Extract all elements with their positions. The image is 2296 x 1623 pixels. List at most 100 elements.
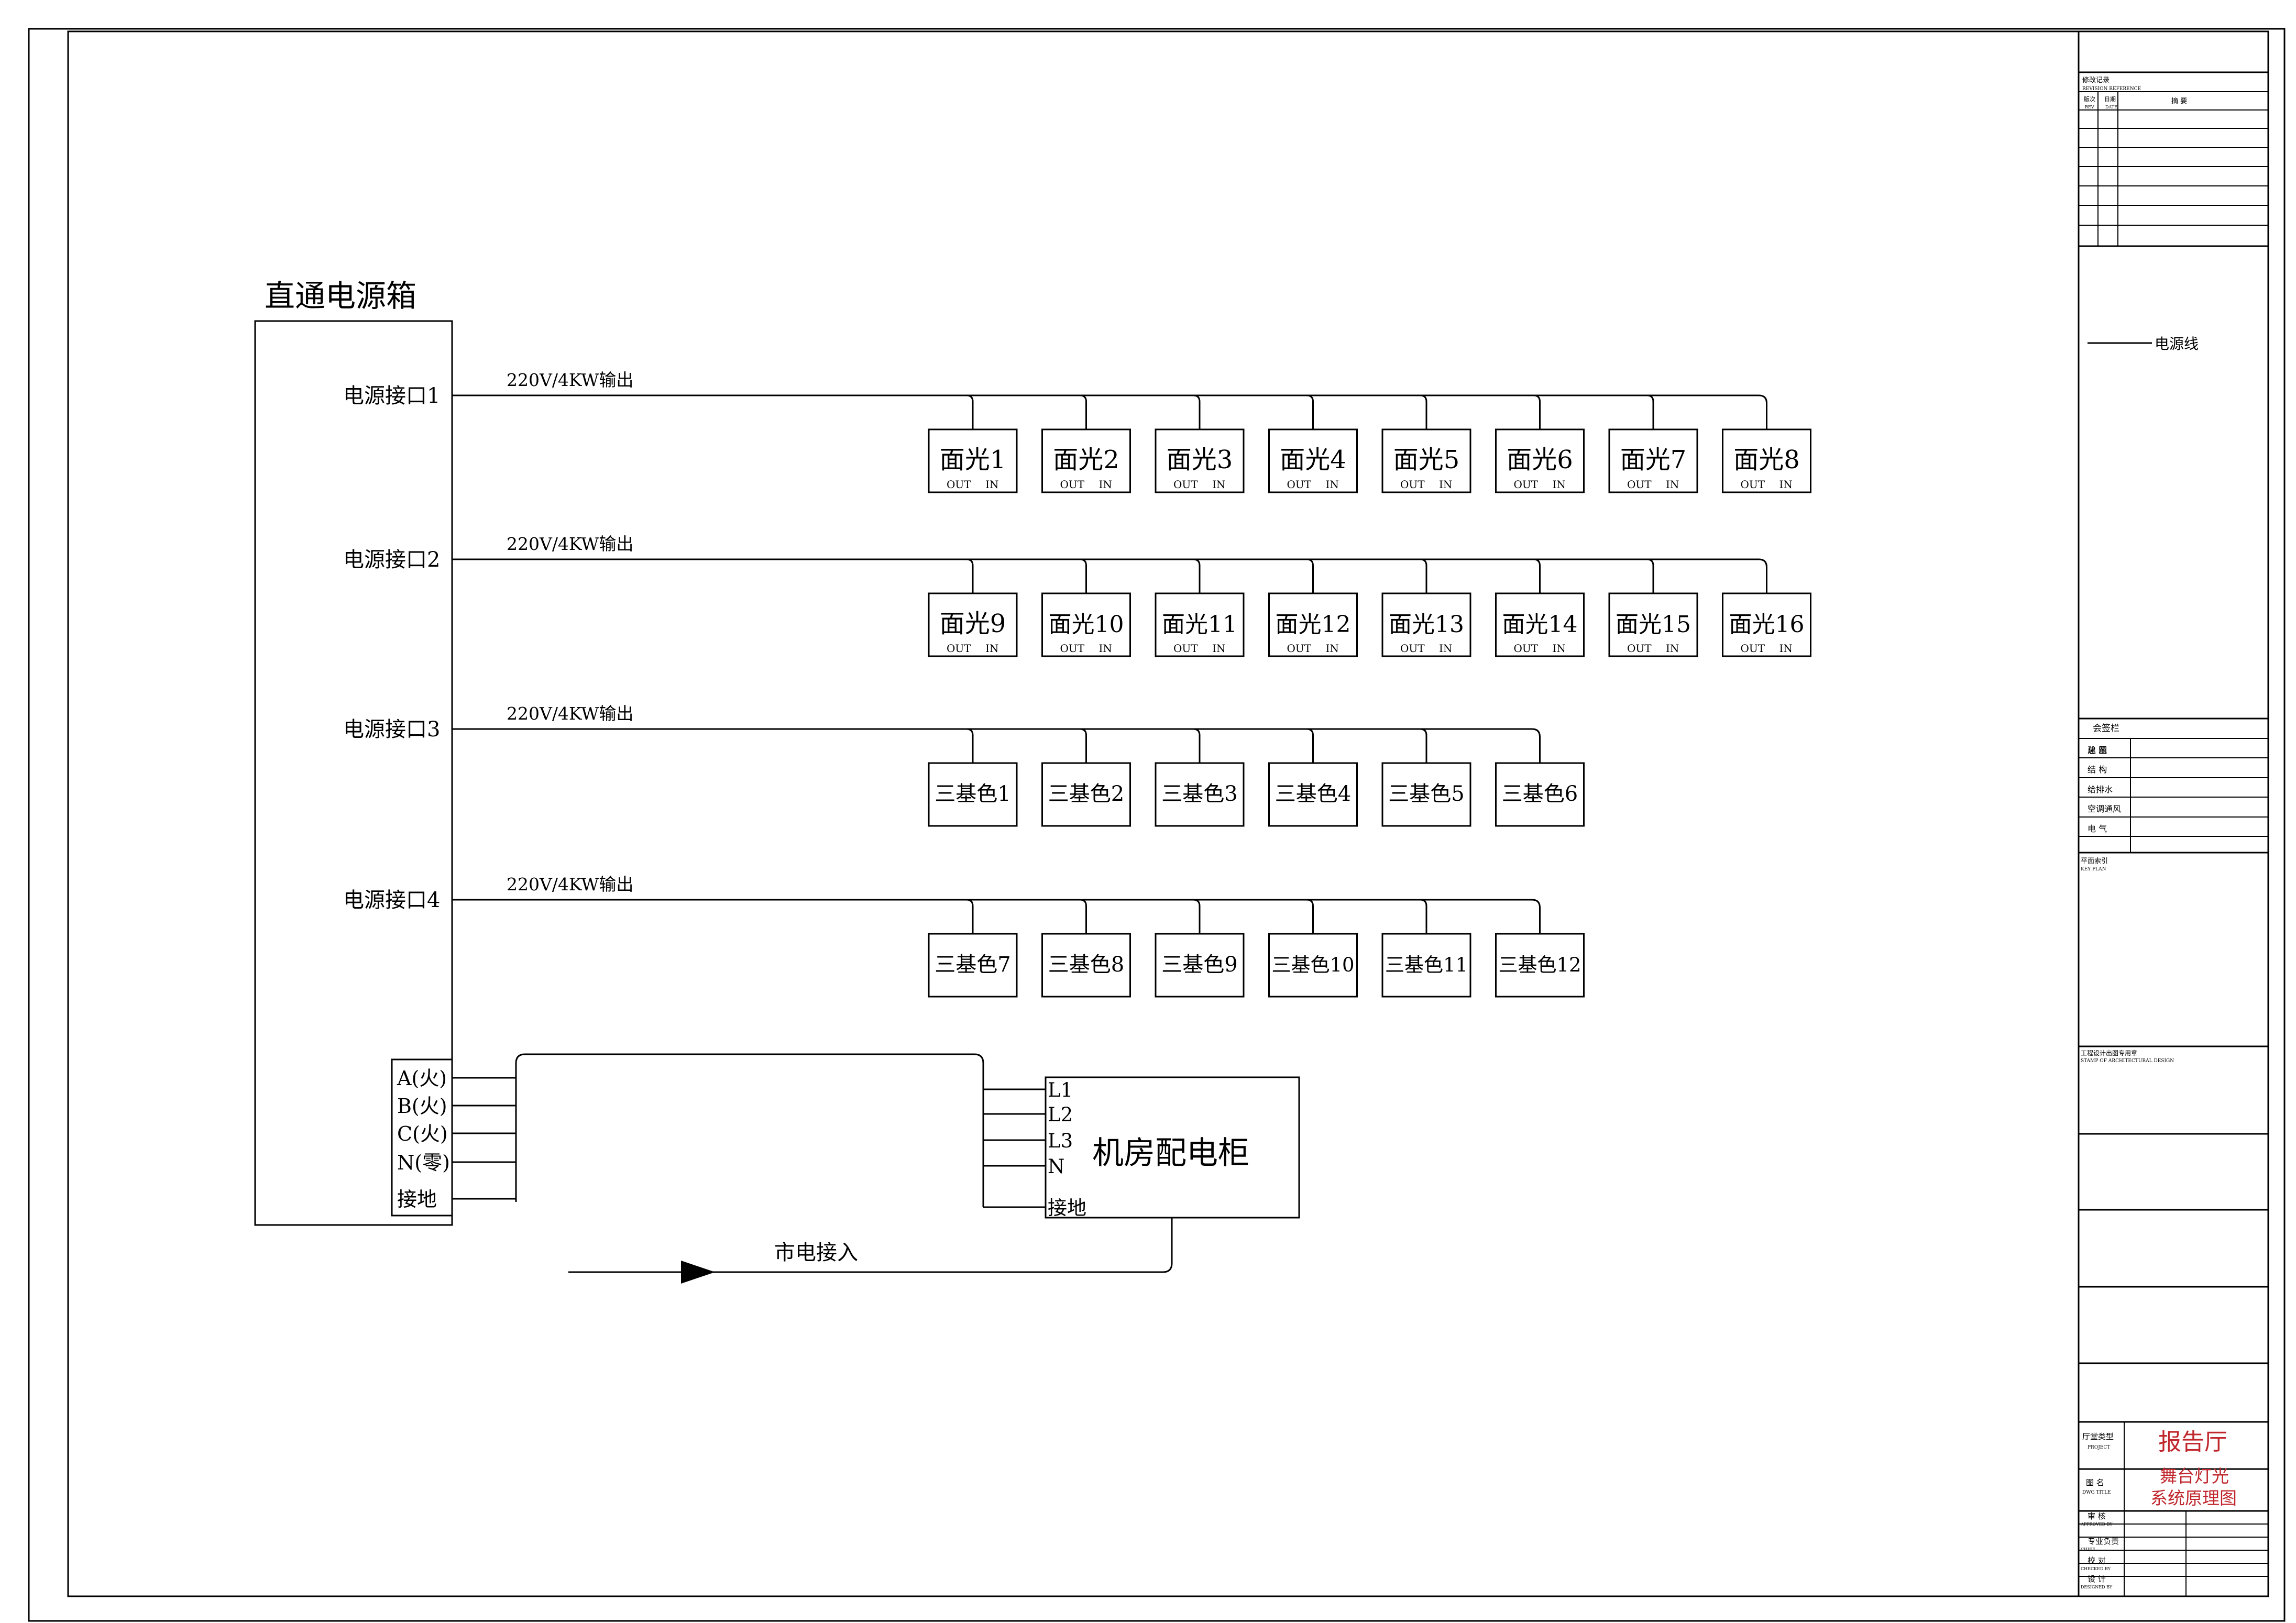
stamp-label-en: STAMP OF ARCHITECTURAL DESIGN [2081,1058,2174,1064]
sign-row-label: 总 图 [2088,745,2107,755]
feeder-cable [515,1053,984,1207]
fixture-label: 三基色6 [1502,782,1578,806]
approval-label: 校 对 [2088,1556,2106,1565]
fixture-label: 面光10 [1049,611,1124,638]
inner-border [67,30,2269,1597]
drawing-label: 图 名 [2086,1478,2104,1487]
fixture-box [1608,592,1698,657]
revision-col-rev: 版次 [2084,95,2095,103]
output-label: 220V/4KW输出 [507,874,633,895]
fixture-drop-line [1080,394,1087,429]
fixture-drop-line [1420,558,1427,593]
fixture-drop-line [1533,394,1541,429]
revision-title-en: REVISION REFERENCE [2082,86,2141,92]
output-label: 220V/4KW输出 [507,534,633,554]
power-bus-line [452,394,1767,429]
power-port-label: 电源接口2 [343,548,440,572]
fixture-box [1608,428,1698,493]
approval-label: 审 核 [2088,1511,2106,1521]
fixture-label: 面光5 [1393,445,1460,474]
fixture-in-label: IN [1553,642,1566,655]
cabinet-terminal-label: L2 [1048,1103,1073,1126]
fixture-box [1268,762,1358,827]
fixture-out-label: OUT [947,642,971,655]
key-plan-label: 平面索引 [2081,857,2108,865]
fixture-in-label: IN [985,642,998,655]
fixture-label: 面光14 [1502,611,1578,638]
output-label: 220V/4KW输出 [507,703,633,724]
mains-cable [568,1218,1173,1273]
fixture-label: 面光15 [1616,611,1691,638]
fixture-out-label: OUT [1287,478,1312,491]
fixture-label: 面光1 [940,445,1006,474]
sign-row-label: 空调通风 [2088,804,2121,814]
fixture-box [928,933,1018,998]
fixture-drop-line [966,558,974,593]
fixture-box [1495,428,1585,493]
power-port-label: 电源接口1 [343,384,440,408]
fixture-box [928,592,1018,657]
fixture-out-label: OUT [1627,642,1652,655]
fixture-label: 三基色11 [1385,954,1468,976]
fixture-drop-line [1193,728,1201,763]
sign-row-label: 电 气 [2088,824,2107,834]
fixture-drop-line [1193,394,1201,429]
fixture-label: 面光6 [1507,445,1573,474]
fixture-in-label: IN [1439,478,1452,491]
fixture-label: 面光9 [940,609,1006,638]
fixture-box [1381,933,1471,998]
power-bus-line [452,728,1541,763]
fixture-drop-line [1306,899,1314,934]
fixture-box [1155,428,1245,493]
fixture-box [928,428,1018,493]
legend-label: 电源线 [2155,335,2199,352]
cabinet-terminal-label: L1 [1048,1079,1073,1101]
fixture-box [1722,428,1811,493]
project-value: 报告厅 [2158,1429,2227,1455]
fixture-box [1495,762,1585,827]
fixture-box [1495,933,1585,998]
power-port-label: 电源接口4 [343,888,440,912]
box-terminal-label: A(火) [397,1067,447,1090]
fixture-label: 三基色3 [1161,782,1237,806]
fixture-label: 面光7 [1620,445,1687,474]
revision-col-summary: 摘 要 [2171,97,2187,105]
fixture-drop-line [1646,394,1654,429]
fixture-drop-line [966,394,974,429]
drawing-value-line2: 系统原理图 [2150,1488,2237,1508]
fixture-drop-line [1193,899,1201,934]
fixture-in-label: IN [1553,478,1566,491]
fixture-drop-line [1080,728,1087,763]
box-terminal-label: B(火) [397,1095,447,1118]
fixture-drop-line [966,728,974,763]
fixture-box [1722,592,1811,657]
power-box [254,320,453,1226]
fixture-box [1268,428,1358,493]
fixture-label: 面光13 [1389,611,1464,638]
fixture-out-label: OUT [1741,478,1765,491]
cabinet-title: 机房配电柜 [1092,1135,1249,1172]
fixture-in-label: IN [1212,642,1225,655]
fixture-drop-line [1306,558,1314,593]
output-label: 220V/4KW输出 [507,370,633,390]
fixture-box [1041,762,1131,827]
fixture-in-label: IN [985,478,998,491]
fixture-out-label: OUT [1173,642,1198,655]
fixture-label: 面光3 [1167,445,1233,474]
cabinet-terminal-label: N [1048,1155,1064,1178]
approval-label-en: CHECKED BY [2081,1566,2111,1571]
fixture-label: 三基色2 [1048,782,1124,806]
cabinet-terminal-label: 接地 [1048,1197,1086,1219]
approval-label-en: DESIGNED BY [2081,1585,2113,1589]
fixture-out-label: OUT [1741,642,1765,655]
cabinet-terminal-label: L3 [1048,1130,1073,1152]
sign-title: 会签栏 [2093,723,2119,734]
fixture-out-label: OUT [1060,642,1085,655]
fixture-drop-line [966,899,974,934]
power-bus-line [452,558,1767,593]
fixture-label: 面光12 [1276,611,1351,638]
fixture-drop-line [1533,558,1541,593]
fixture-in-label: IN [1326,478,1339,491]
fixture-out-label: OUT [1060,478,1085,491]
box-terminal-label: 接地 [397,1188,437,1211]
